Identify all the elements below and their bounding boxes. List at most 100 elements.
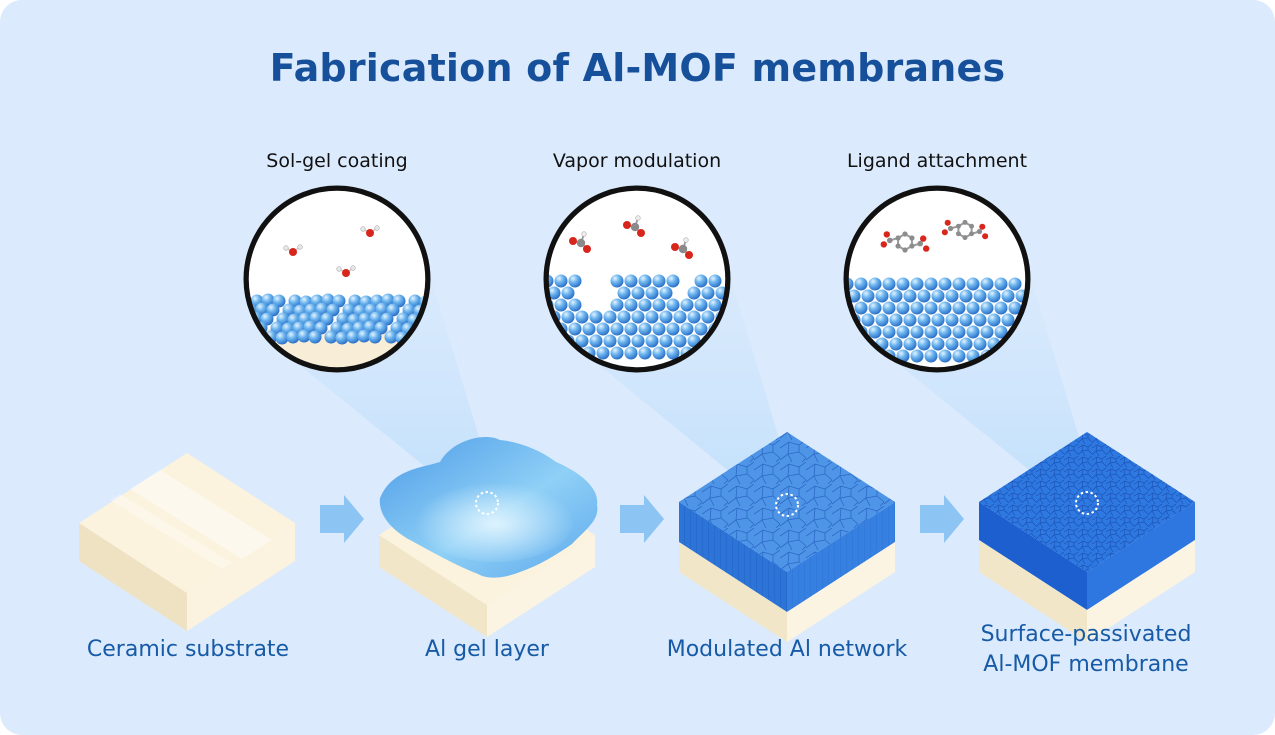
zoom-marker-icon: [475, 491, 499, 515]
sphere: [938, 349, 952, 363]
sphere: [666, 346, 680, 360]
sphere: [952, 301, 966, 315]
sphere: [875, 289, 889, 303]
sphere: [917, 313, 931, 327]
sphere: [708, 298, 722, 312]
sphere: [547, 322, 554, 336]
sphere: [882, 325, 896, 339]
carbon: [955, 231, 961, 237]
block-side-left: [379, 535, 487, 637]
sphere: [1008, 277, 1022, 291]
hydrogen: [283, 245, 289, 251]
sphere: [582, 322, 596, 336]
sphere: [959, 337, 973, 351]
hydrogen: [297, 244, 303, 250]
sphere: [652, 346, 666, 360]
sphere: [910, 277, 924, 291]
sphere: [917, 289, 931, 303]
carbon: [962, 219, 968, 225]
carbon: [887, 237, 893, 244]
sphere: [384, 330, 398, 344]
sphere: [924, 277, 938, 291]
sphere: [575, 310, 589, 324]
oxygen: [685, 251, 693, 259]
carbon: [962, 235, 968, 241]
sphere: [910, 349, 924, 363]
sphere: [847, 325, 854, 339]
hydrogen: [683, 237, 689, 243]
arrow-right-icon: [920, 495, 964, 543]
block-top-texture: [979, 432, 1195, 572]
sphere: [335, 331, 349, 345]
stage-label-line: Al-MOF membrane: [983, 652, 1189, 677]
sphere: [638, 298, 652, 312]
sphere: [931, 289, 945, 303]
sphere: [596, 322, 610, 336]
sphere: [980, 277, 994, 291]
sphere: [659, 334, 673, 348]
sphere: [952, 349, 966, 363]
sphere: [917, 337, 931, 351]
water-molecule-icon: [366, 229, 374, 237]
carbon: [976, 228, 983, 235]
carbon: [917, 240, 923, 247]
sphere: [1008, 301, 1022, 315]
sphere: [694, 322, 708, 336]
sphere: [924, 301, 938, 315]
sphere: [708, 274, 722, 288]
magnifier-border: [545, 187, 729, 371]
sphere: [603, 310, 617, 324]
arrow-right-icon: [320, 495, 364, 543]
sphere: [896, 301, 910, 315]
sphere: [603, 334, 617, 348]
sphere: [368, 330, 382, 344]
sphere: [638, 322, 652, 336]
sphere: [652, 322, 666, 336]
sphere: [357, 329, 371, 343]
sphere: [903, 289, 917, 303]
sphere: [673, 334, 687, 348]
sphere: [680, 298, 694, 312]
oxygen: [583, 245, 591, 253]
sphere: [889, 313, 903, 327]
sphere: [568, 298, 582, 312]
page-title: Fabrication of Al-MOF membranes: [269, 46, 1006, 90]
block-side-left: [979, 502, 1087, 610]
sphere: [868, 301, 882, 315]
sphere: [673, 310, 687, 324]
oxygen: [941, 229, 948, 236]
sphere: [1001, 289, 1015, 303]
sphere: [617, 286, 631, 300]
oxygen: [623, 221, 631, 229]
stage-label-line: Modulated Al network: [666, 637, 908, 662]
sphere: [589, 334, 603, 348]
sphere: [938, 325, 952, 339]
sphere: [652, 274, 666, 288]
carbon: [969, 223, 975, 229]
sphere: [547, 346, 554, 360]
oxygen: [880, 241, 887, 248]
sphere: [987, 289, 1001, 303]
block-side-texture: [787, 502, 895, 612]
sphere: [882, 277, 896, 291]
sphere: [694, 298, 708, 312]
sphere: [973, 289, 987, 303]
sphere: [861, 289, 875, 303]
sphere: [589, 310, 603, 324]
sphere: [980, 301, 994, 315]
step-label-ligand: Ligand attachment: [846, 150, 1028, 172]
block-passivated-membrane: [979, 432, 1195, 642]
sphere: [638, 346, 652, 360]
hydrogen: [374, 225, 380, 231]
oxygen: [569, 237, 577, 245]
sphere: [247, 312, 252, 326]
sphere: [554, 274, 568, 288]
sphere: [286, 330, 300, 344]
sphere: [624, 274, 638, 288]
sphere: [994, 301, 1008, 315]
zoom-marker-icon: [1075, 491, 1099, 515]
sphere: [959, 313, 973, 327]
sphere: [875, 313, 889, 327]
sphere: [610, 322, 624, 336]
